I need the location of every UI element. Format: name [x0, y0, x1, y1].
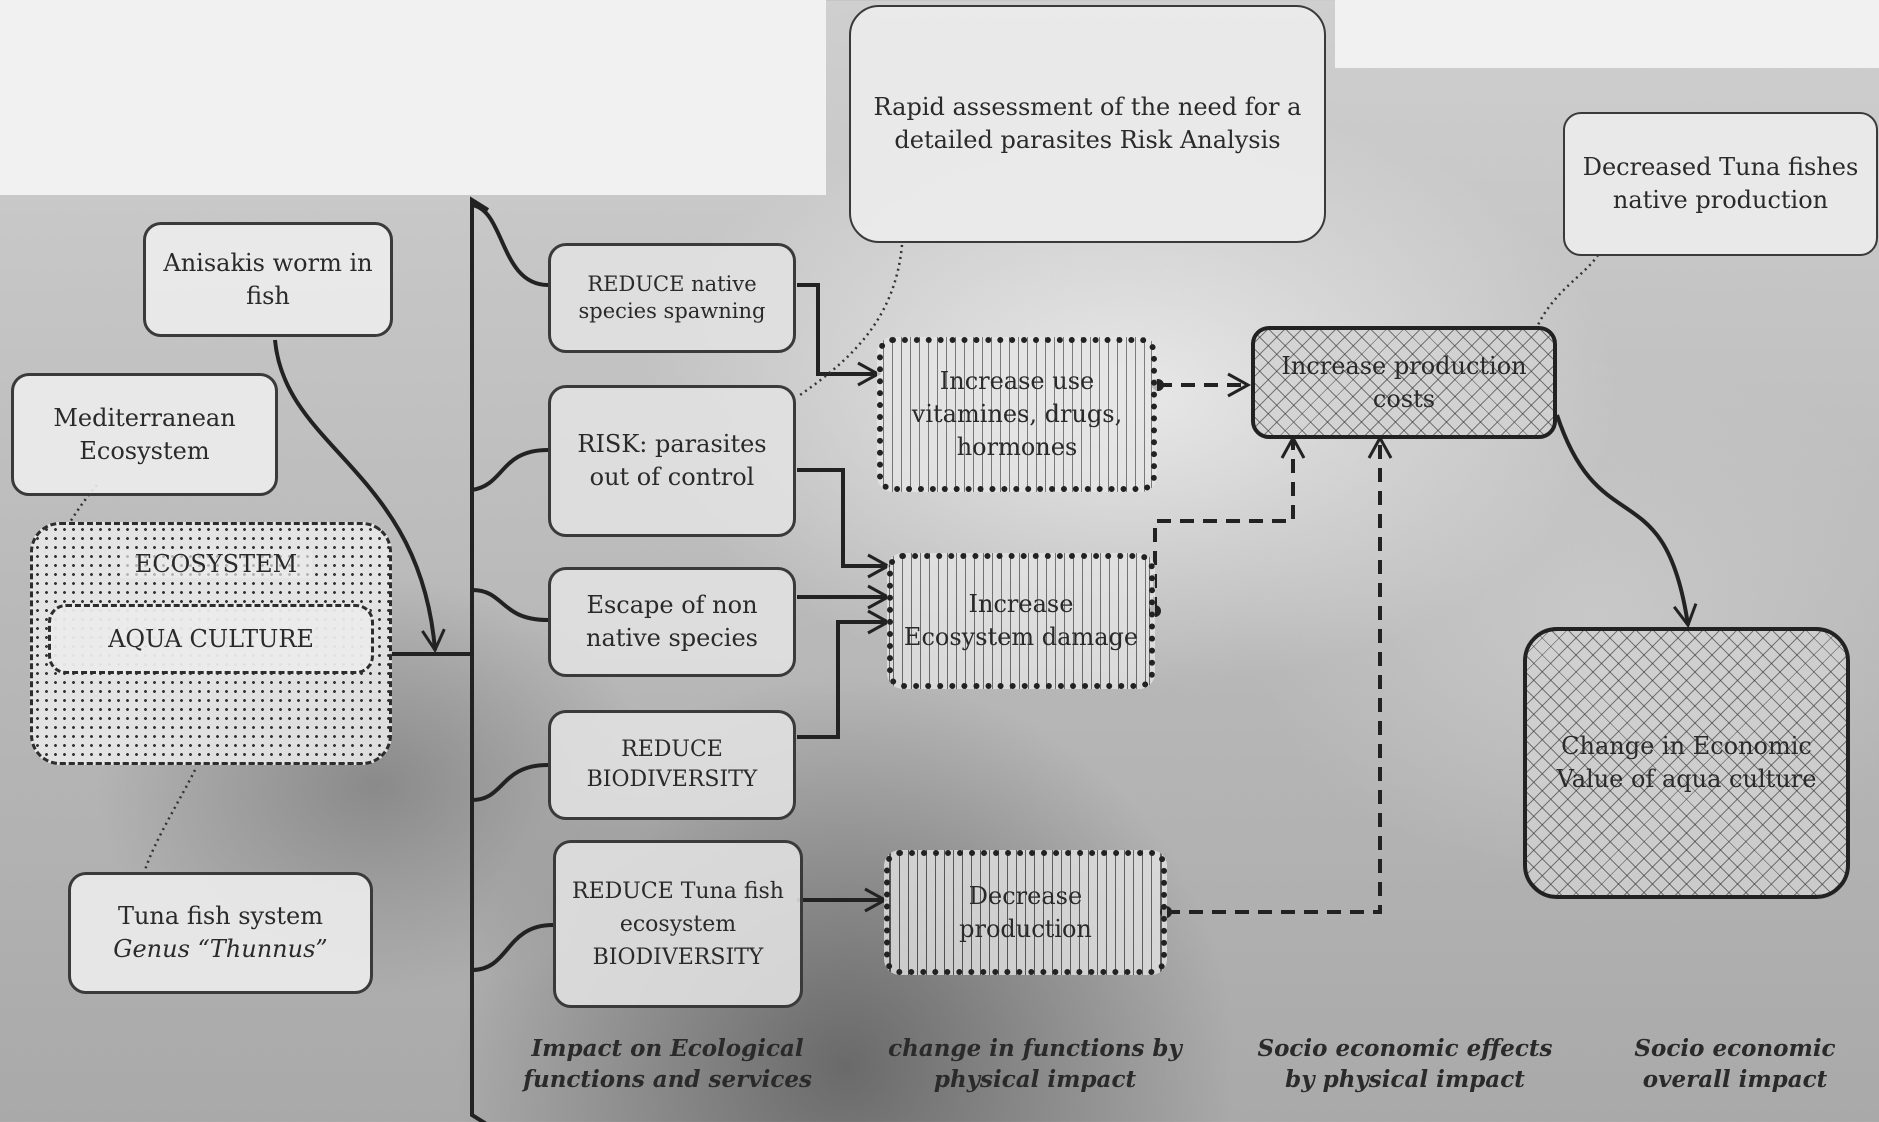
curl-spawning — [471, 203, 549, 287]
costs-to-economic — [1555, 414, 1698, 629]
node-mediterranean-label: Mediterranean Ecosystem — [53, 403, 236, 465]
callout-tuna — [143, 769, 197, 871]
node-decrease-production: Decrease production — [884, 850, 1167, 975]
top-right-panel — [1335, 0, 1879, 68]
node-reduce-biodiversity: REDUCE BIODIVERSITY — [548, 710, 796, 820]
decrease-to-costs — [1166, 434, 1393, 914]
curl-tuna — [471, 923, 554, 972]
node-reduce-tuna-label: REDUCE Tuna fish ecosystem BIODIVERSITY — [572, 878, 784, 970]
callout-decreased-tuna: Decreased Tuna fishes native production — [1563, 112, 1878, 256]
node-ecosystem-label: ECOSYSTEM — [120, 550, 312, 578]
node-increase-costs: Increase production costs — [1251, 326, 1557, 439]
callout-rapid — [799, 244, 904, 397]
node-anisakis: Anisakis worm in fish — [143, 222, 393, 337]
spawning-to-vitamines — [797, 283, 882, 387]
node-reduce-biodiversity-label: REDUCE BIODIVERSITY — [586, 737, 758, 792]
node-risk-parasites-label: RISK: parasites out of control — [577, 430, 767, 491]
node-decrease-production-label: Decrease production — [959, 881, 1092, 943]
node-increase-vitamines-label: Increase use vitamines, drugs, hormones — [911, 367, 1123, 461]
callout-rapid-assessment-label: Rapid assessment of the need for a detai… — [873, 93, 1302, 154]
node-reduce-spawning-label: REDUCE native species spawning — [578, 272, 766, 323]
node-tuna-system: Tuna fish system Genus “Thunnus” — [68, 872, 373, 994]
curl-escape — [471, 588, 549, 622]
node-anisakis-label: Anisakis worm in fish — [163, 248, 373, 310]
node-aqua-culture-label: AQUA CULTURE — [108, 625, 314, 653]
node-risk-parasites: RISK: parasites out of control — [548, 385, 796, 537]
node-increase-costs-label: Increase production costs — [1281, 351, 1527, 413]
node-increase-ecosystem-damage: Increase Ecosystem damage — [887, 553, 1155, 689]
caption-socio-effects: Socio economic effects by physical impac… — [1257, 1035, 1553, 1093]
top-left-panel — [0, 0, 826, 195]
caption-ecological: Impact on Ecological functions and servi… — [523, 1035, 812, 1093]
caption-functions: change in functions by physical impact — [888, 1035, 1182, 1093]
callout-decreased-tuna-label: Decreased Tuna fishes native production — [1582, 153, 1859, 214]
bracket-line — [470, 196, 490, 1122]
node-reduce-spawning: REDUCE native species spawning — [548, 243, 796, 353]
curl-biodiversity — [471, 763, 549, 802]
risk-to-damage — [797, 468, 892, 579]
callout-decreased — [1536, 254, 1600, 326]
node-reduce-tuna: REDUCE Tuna fish ecosystem BIODIVERSITY — [553, 840, 803, 1008]
node-escape-species-label: Escape of non native species — [586, 591, 758, 652]
biodiversity-to-damage — [797, 609, 892, 739]
caption-socio-overall: Socio economic overall impact — [1634, 1035, 1836, 1093]
node-change-economic-label: Change in Economic Value of aqua culture — [1556, 732, 1817, 793]
node-change-economic: Change in Economic Value of aqua culture — [1523, 627, 1850, 899]
node-tuna-system-line1: Tuna fish system — [117, 902, 324, 930]
node-aqua-culture: AQUA CULTURE — [48, 604, 374, 674]
node-escape-species: Escape of non native species — [548, 567, 796, 677]
curl-risk — [471, 448, 549, 492]
node-increase-vitamines: Increase use vitamines, drugs, hormones — [877, 337, 1157, 492]
node-mediterranean: Mediterranean Ecosystem — [11, 373, 278, 496]
node-increase-ecosystem-damage-label: Increase Ecosystem damage — [903, 590, 1139, 651]
anisakis-arrow — [273, 339, 446, 654]
damage-to-costs — [1153, 434, 1306, 611]
node-tuna-system-line2: Genus “Thunnus” — [113, 935, 328, 963]
callout-rapid-assessment: Rapid assessment of the need for a detai… — [849, 5, 1326, 243]
